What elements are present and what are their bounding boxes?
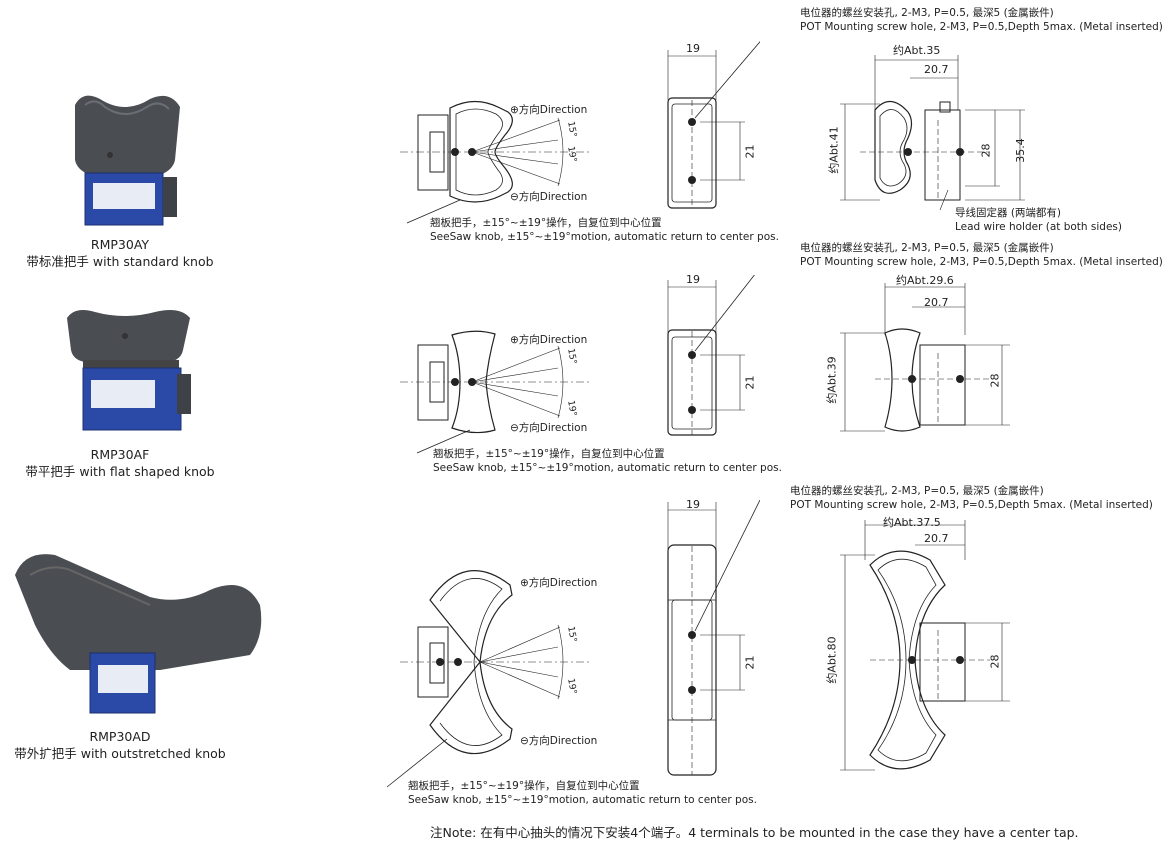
product-photo-rmp30ay [75,95,180,226]
dim-21-af: 21 [743,375,757,390]
leader-seesaw-ad [386,738,448,788]
desc-label-rmp30af: 带平把手 with flat shaped knob [25,464,215,479]
seesaw-en-af: SeeSaw knob, ±15°~±19°motion, automatic … [433,462,782,474]
seesaw-cn-ad: 翘板把手，±15°~±19°操作，自复位到中心位置 [408,780,640,792]
seesaw-en-ad: SeeSaw knob, ±15°~±19°motion, automatic … [408,794,757,806]
top-view-ay [840,55,1025,211]
model-label-rmp30ay: RMP30AY [90,237,150,252]
dim-21-ad: 21 [743,655,757,670]
knob-front-view-af [400,330,590,434]
lead-cn-ay: 导线固定器 (两端都有) [955,207,1062,219]
dim-28-ay: 28 [979,143,993,158]
footer-note: 注Note: 在有中心抽头的情况下安装4个端子。4 terminals to b… [430,825,1079,840]
direction-minus-ay: ⊖方向Direction [510,191,588,203]
pot-en-ay: POT Mounting screw hole, 2-M3, P=0.5,Dep… [800,21,1163,33]
top-view-af [840,283,1010,432]
side-view-ay [667,41,760,209]
dim-height-af: 约Abt.39 [825,356,839,404]
direction-plus-ad: ⊕方向Direction [520,577,598,589]
product-photo-rmp30ad [15,554,262,714]
angle-15-ad: 15° [565,625,578,644]
dim-28-ad: 28 [988,654,1002,669]
dim-21-ay: 21 [743,144,757,159]
direction-minus-af: ⊖方向Direction [510,422,588,434]
dim-inner-af: 20.7 [924,296,949,309]
pot-cn-ad: 电位器的螺丝安装孔, 2-M3, P=0.5, 最深5 (金属嵌件) [790,485,1044,497]
lead-en-ay: Lead wire holder (at both sides) [955,221,1122,233]
dim-overall-ay: 约Abt.35 [893,44,941,57]
direction-plus-af: ⊕方向Direction [510,334,588,346]
dim-19-ad: 19 [686,498,700,511]
direction-plus-ay: ⊕方向Direction [510,104,588,116]
desc-label-rmp30ay: 带标准把手 with standard knob [26,254,214,269]
model-label-rmp30af: RMP30AF [90,447,150,462]
model-label-rmp30ad: RMP30AD [89,729,151,744]
dim-28-af: 28 [988,373,1002,388]
desc-label-rmp30ad: 带外扩把手 with outstretched knob [14,746,226,761]
dim-19-ay: 19 [686,42,700,55]
dim-35-ay: 35.4 [1013,138,1027,163]
pot-en-af: POT Mounting screw hole, 2-M3, P=0.5,Dep… [800,256,1163,268]
angle-15-af: 15° [565,347,578,366]
knob-front-view-ad [400,570,590,755]
seesaw-en-ay: SeeSaw knob, ±15°~±19°motion, automatic … [430,231,779,243]
leader-seesaw-ay [406,199,461,224]
seesaw-cn-af: 翘板把手，±15°~±19°操作，自复位到中心位置 [433,448,665,460]
dim-height-ay: 约Abt.41 [827,126,841,174]
leader-seesaw-af [416,429,471,454]
dim-inner-ay: 20.7 [924,63,949,76]
side-view-af [667,275,755,436]
dim-overall-ad: 约Abt.37.5 [883,516,941,529]
pot-cn-ay: 电位器的螺丝安装孔, 2-M3, P=0.5, 最深5 (金属嵌件) [800,7,1054,19]
dim-19-af: 19 [686,273,700,286]
direction-minus-ad: ⊖方向Direction [520,735,598,747]
angle-19-ad: 19° [565,677,578,696]
dim-inner-ad: 20.7 [924,532,949,545]
side-view-ad [667,500,760,776]
angle-19-ay: 19° [565,145,578,164]
angle-19-af: 19° [565,399,578,418]
pot-cn-af: 电位器的螺丝安装孔, 2-M3, P=0.5, 最深5 (金属嵌件) [800,242,1054,254]
dim-overall-af: 约Abt.29.6 [896,274,954,287]
angle-15-ay: 15° [565,120,578,139]
pot-en-ad: POT Mounting screw hole, 2-M3, P=0.5,Dep… [790,499,1153,511]
product-photo-rmp30af [67,310,191,431]
dim-height-ad: 约Abt.80 [825,636,839,684]
knob-front-view-ay [400,100,590,203]
seesaw-cn-ay: 翘板把手，±15°~±19°操作，自复位到中心位置 [430,217,662,229]
top-view-ad [840,520,1010,771]
